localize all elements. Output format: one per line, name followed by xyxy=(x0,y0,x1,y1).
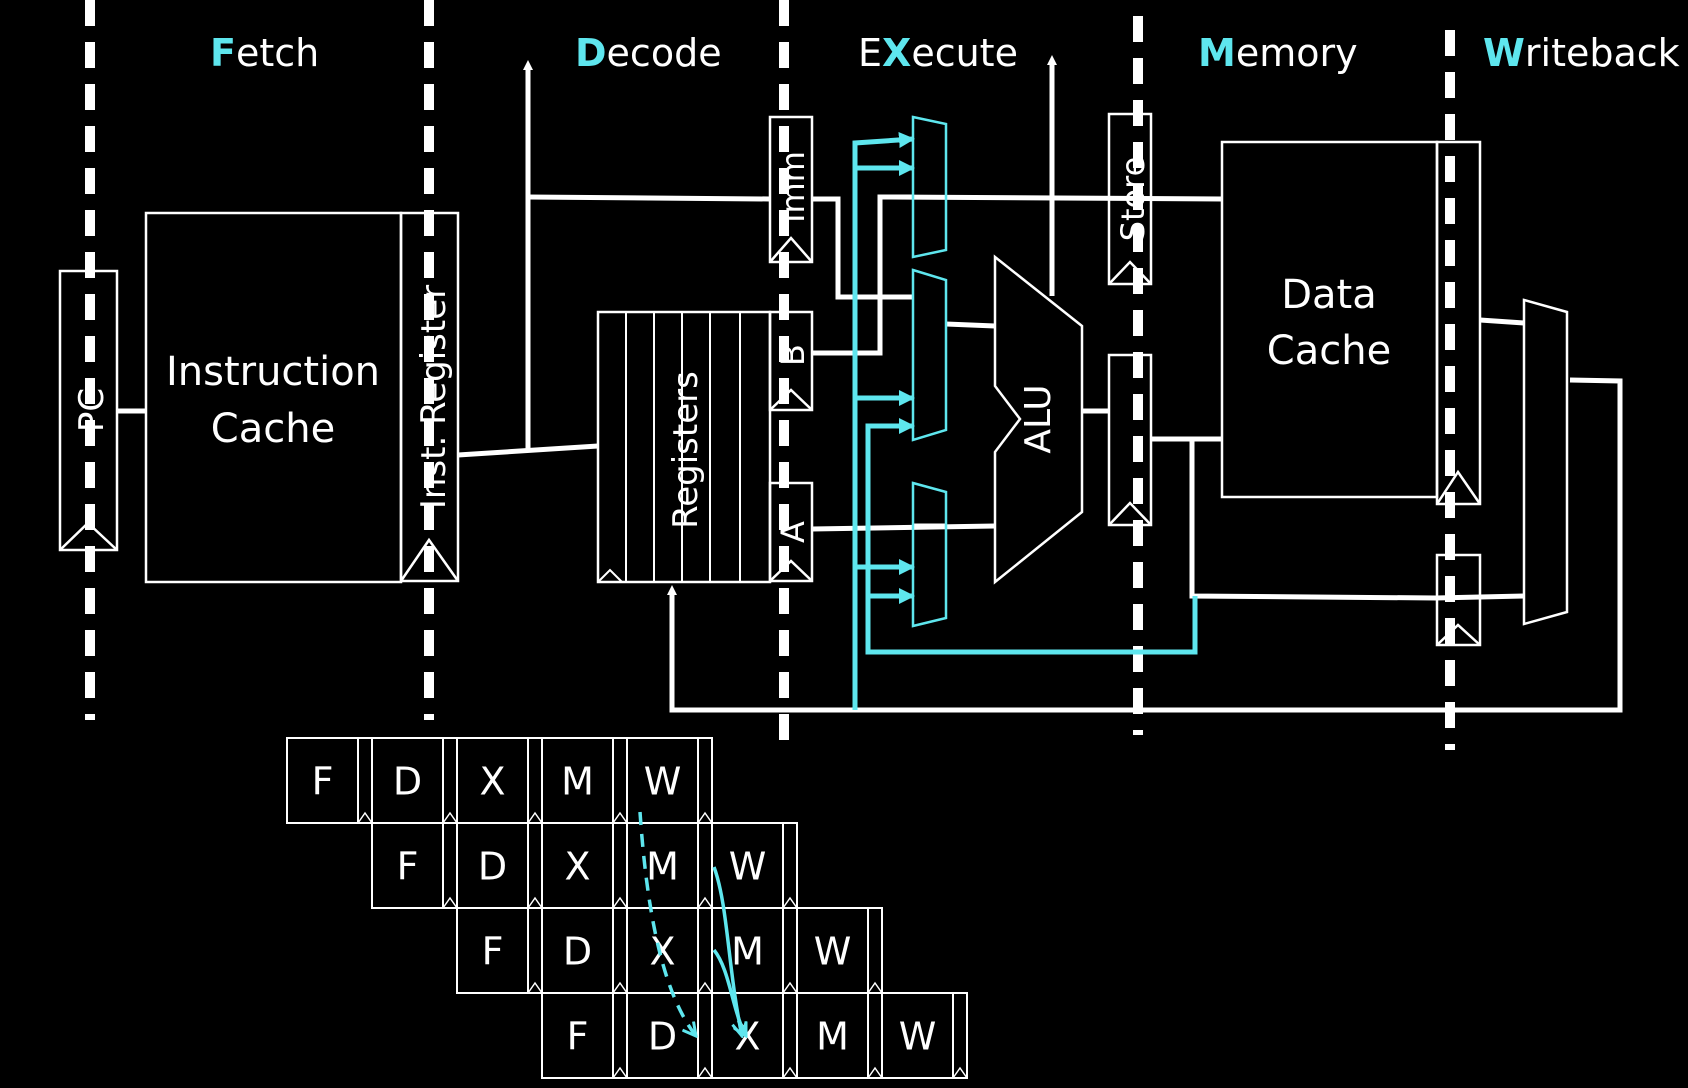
mux-a xyxy=(911,481,948,628)
clock-icon xyxy=(1108,260,1152,285)
clock-icon xyxy=(697,981,713,994)
clock-icon xyxy=(527,981,543,994)
clock-icon xyxy=(612,896,628,909)
clock-icon xyxy=(527,896,543,909)
timing-cell-label: D xyxy=(393,760,422,804)
bypass-wires xyxy=(852,131,1198,710)
timing-cell-label: W xyxy=(644,760,682,804)
alu-result-register xyxy=(1107,353,1153,527)
clock-icon xyxy=(1108,501,1152,526)
pc-register: PC xyxy=(58,269,119,552)
clock-icon xyxy=(442,896,458,909)
mux-store xyxy=(911,115,948,259)
a-register: A xyxy=(768,481,814,583)
timing-cell-label: D xyxy=(563,930,592,974)
clock-icon xyxy=(867,981,883,994)
stage-title-execute: EXecute xyxy=(858,31,1018,75)
store-register: Store xyxy=(1107,112,1153,286)
clock-icon xyxy=(612,1066,628,1079)
imm-register: Imm xyxy=(768,115,814,264)
mux-b xyxy=(911,268,948,442)
clock-icon xyxy=(1436,623,1481,646)
timing-cell-label: X xyxy=(479,760,505,804)
clock-icon xyxy=(612,981,628,994)
icache-label-line2: Cache xyxy=(211,406,335,452)
forward-arrow-wb-to-decode xyxy=(638,811,696,1036)
timing-cell-label: X xyxy=(564,845,590,889)
clock-icon xyxy=(697,811,713,824)
clock-icon xyxy=(442,811,458,824)
clock-icon xyxy=(782,1066,798,1079)
clock-icon xyxy=(1435,469,1482,505)
b-register: B xyxy=(768,310,814,412)
pc-label: PC xyxy=(72,388,112,432)
clock-icon xyxy=(769,559,813,582)
timing-cell-label: F xyxy=(482,930,504,974)
stage-title-fetch: Fetch xyxy=(210,31,319,75)
mem-data-register xyxy=(1435,140,1482,506)
b-label: B xyxy=(774,344,812,366)
writeback-mux xyxy=(1522,298,1569,626)
register-file: Registers xyxy=(596,310,772,584)
timing-cell-label: F xyxy=(312,760,334,804)
forward-arrow-ex-to-ex xyxy=(712,948,748,1036)
timing-cell-label: W xyxy=(899,1015,937,1059)
alu-label: ALU xyxy=(1018,384,1059,453)
alu: ALU xyxy=(993,254,1084,585)
clock-icon xyxy=(952,1066,968,1079)
timing-cell xyxy=(881,992,968,1079)
clock-icon xyxy=(769,236,813,263)
timing-cell-label: F xyxy=(397,845,419,889)
clock-icon xyxy=(399,537,460,582)
clock-icon xyxy=(597,568,623,583)
a-label: A xyxy=(774,521,812,543)
bypass-muxes xyxy=(911,115,948,628)
timing-cell-label: D xyxy=(478,845,507,889)
dcache-label-line2: Cache xyxy=(1267,328,1391,374)
dependency-arrows xyxy=(638,811,748,1036)
clock-icon xyxy=(612,811,628,824)
clock-icon xyxy=(357,811,373,824)
stage-title-memory: Memory xyxy=(1198,31,1358,75)
clock-icon xyxy=(527,811,543,824)
icache-label-line1: Instruction xyxy=(166,349,380,395)
timing-cell-label: F xyxy=(567,1015,589,1059)
data-cache: Data Cache xyxy=(1220,140,1439,499)
wb-alu-register xyxy=(1435,553,1482,647)
timing-cell-label: M xyxy=(646,845,679,889)
stage-title-writeback: Writeback xyxy=(1483,31,1680,75)
inst-register-label: Inst. Register xyxy=(414,285,454,509)
dcache-label-line1: Data xyxy=(1281,272,1377,318)
instruction-cache: Instruction Cache xyxy=(144,211,403,584)
timing-cell-label: M xyxy=(561,760,594,804)
store-label: Store xyxy=(1114,157,1152,242)
clock-icon xyxy=(697,896,713,909)
timing-cell-label: M xyxy=(731,930,764,974)
clock-icon xyxy=(769,388,813,411)
clock-icon xyxy=(867,1066,883,1079)
clock-icon xyxy=(782,981,798,994)
timing-cell-label: M xyxy=(816,1015,849,1059)
stage-title-decode: Decode xyxy=(575,31,722,75)
timing-cell-label: D xyxy=(648,1015,677,1059)
clock-icon xyxy=(697,1066,713,1079)
timing-cell-label: W xyxy=(729,845,767,889)
clock-icon xyxy=(782,896,798,909)
timing-cell-label: W xyxy=(814,930,852,974)
imm-label: Imm xyxy=(774,151,812,223)
registers-label: Registers xyxy=(666,371,706,529)
stage-boundaries xyxy=(85,0,1455,750)
clock-icon xyxy=(59,521,118,551)
inst-register: Inst. Register xyxy=(399,211,460,583)
